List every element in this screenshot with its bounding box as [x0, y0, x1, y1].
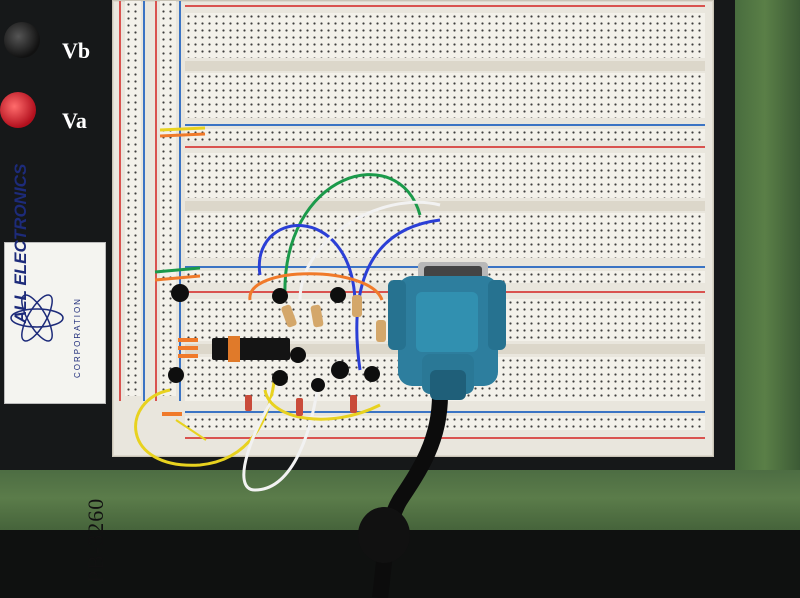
atom-logo-icon [10, 294, 64, 342]
transistors [168, 284, 380, 392]
center-channel-a [185, 61, 705, 71]
wire-yellow-stub [175, 419, 207, 441]
vga-cable [372, 394, 448, 598]
bottom-rail-red [185, 437, 705, 439]
ferrite-bead [358, 507, 410, 563]
mid-rail-blue [185, 124, 705, 126]
wire-orange-short-2 [154, 274, 201, 282]
terminal-strip-a [185, 13, 705, 58]
wire-white-loop [242, 379, 320, 492]
wire-orange-arc [248, 272, 384, 301]
terminal-strip-b [185, 73, 705, 118]
wire-blue-arc [257, 224, 357, 301]
center-channel-b [185, 201, 705, 211]
wire-orange-short [159, 132, 206, 138]
top-rail-red [185, 5, 705, 7]
left-rail-blue-2 [179, 1, 181, 401]
left-power-strip [125, 1, 141, 396]
ic-chip [212, 338, 290, 360]
terminal-label-vb: Vb [62, 38, 91, 63]
wire-white-arc [298, 200, 441, 301]
resistor-group-top [281, 295, 386, 342]
wire-yellow-loop [134, 374, 277, 467]
orange-components [162, 338, 198, 416]
terminal-strip-c [185, 153, 705, 198]
binding-post-vb [4, 22, 40, 58]
mid-rail-red [185, 146, 705, 148]
wire-yellow-short [159, 126, 206, 132]
binding-post-va [0, 92, 36, 128]
green-mat-right [730, 0, 800, 500]
resistor-group-bottom [245, 395, 357, 416]
left-rail-blue [143, 1, 145, 401]
left-rail-red-2 [155, 1, 157, 401]
vga-plug-icon [388, 262, 506, 400]
left-power-strip-2 [160, 1, 176, 396]
left-rail-red [119, 1, 121, 401]
bus-strip-1 [185, 129, 705, 141]
brand-plate: ALL ELECTRONICS CORPORATION PB-3260 [4, 164, 108, 583]
wire-green-short [154, 266, 201, 274]
wire-green-arc [283, 173, 422, 301]
ic-capacitor [228, 336, 240, 362]
terminal-label-va: Va [62, 108, 87, 133]
wire-blue-to-vga [355, 218, 441, 371]
wire-yellow-bridge [263, 389, 381, 421]
vga-connector [388, 262, 506, 404]
